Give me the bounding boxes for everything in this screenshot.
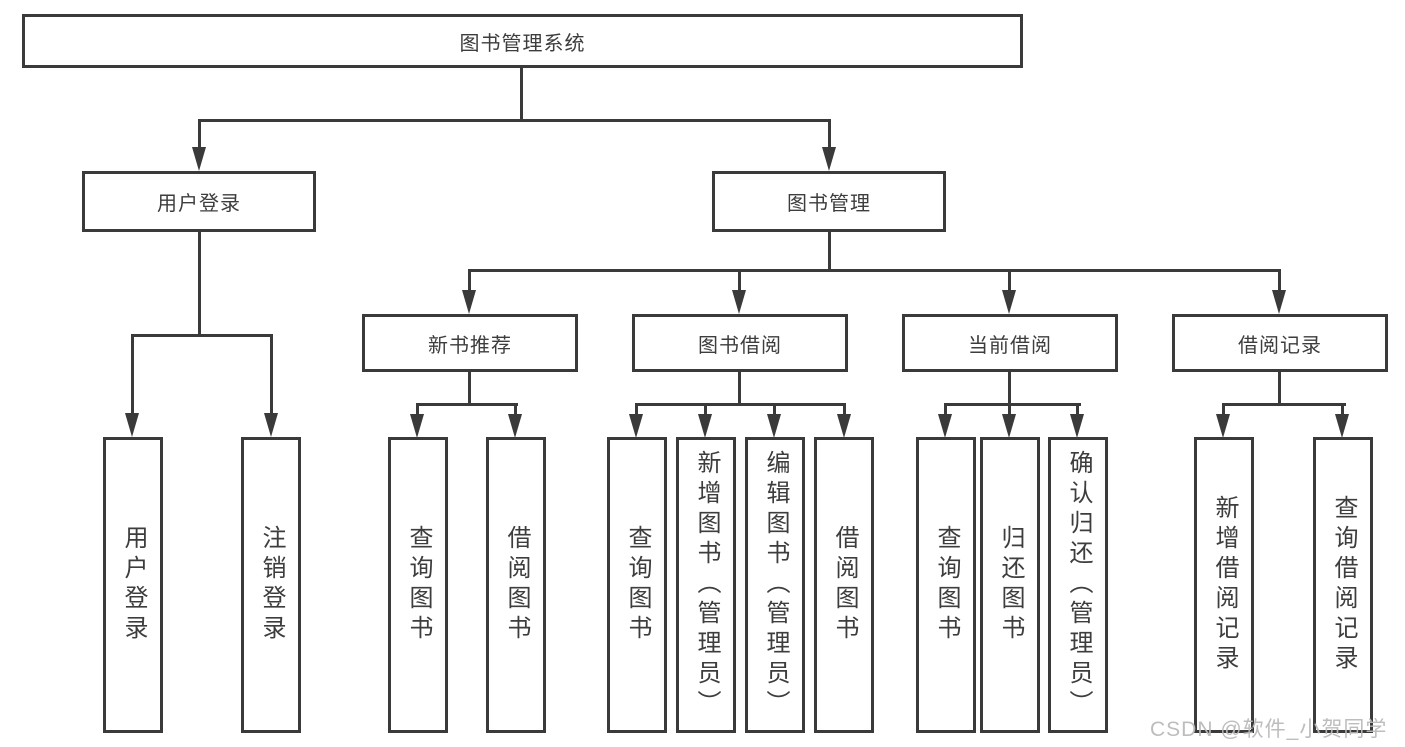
connector-line xyxy=(1008,372,1011,406)
leaf-add-borrow-record: 新增借阅记录 xyxy=(1194,437,1254,733)
arrowhead-down-icon xyxy=(732,290,746,314)
node-book-management: 图书管理 xyxy=(712,171,946,232)
leaf-query-books-3: 查询图书 xyxy=(916,437,976,733)
leaf-confirm-return-admin: 确认归还（管理员） xyxy=(1048,437,1108,733)
connector-line xyxy=(131,334,134,415)
leaf-add-books-admin: 新增图书（管理员） xyxy=(676,437,736,733)
arrowhead-down-icon xyxy=(264,413,278,437)
node-book-borrow: 图书借阅 xyxy=(632,314,848,372)
arrowhead-down-icon xyxy=(1002,414,1016,438)
node-borrow-records: 借阅记录 xyxy=(1172,314,1388,372)
leaf-return-books: 归还图书 xyxy=(980,437,1040,733)
leaf-query-borrow-record-label: 查询借阅记录 xyxy=(1330,495,1357,675)
arrowhead-down-icon xyxy=(1216,414,1230,438)
connector-line xyxy=(198,232,201,337)
leaf-user-login-label: 用户登录 xyxy=(120,525,147,645)
leaf-query-books-3-label: 查询图书 xyxy=(933,525,960,645)
node-user-login-label: 用户登录 xyxy=(157,193,241,215)
arrowhead-down-icon xyxy=(1272,290,1286,314)
leaf-add-borrow-record-label: 新增借阅记录 xyxy=(1211,495,1238,675)
connector-line xyxy=(1341,403,1344,416)
connector-line xyxy=(468,269,471,291)
leaf-user-login: 用户登录 xyxy=(103,437,163,733)
node-new-book-recommend-label: 新书推荐 xyxy=(428,334,512,357)
connector-line xyxy=(468,372,471,406)
connector-line xyxy=(520,67,523,121)
leaf-add-books-admin-label: 新增图书（管理员） xyxy=(693,450,720,720)
connector-line xyxy=(514,403,517,416)
connector-line xyxy=(843,403,846,416)
node-borrow-records-label: 借阅记录 xyxy=(1238,334,1322,357)
connector-line xyxy=(828,119,831,149)
arrowhead-down-icon xyxy=(822,147,836,171)
node-user-login: 用户登录 xyxy=(82,171,316,232)
connector-line xyxy=(1076,403,1079,416)
connector-line xyxy=(416,403,518,406)
connector-line xyxy=(635,403,638,416)
node-current-borrow: 当前借阅 xyxy=(902,314,1118,372)
arrowhead-down-icon xyxy=(629,414,643,438)
connector-line xyxy=(1278,372,1281,406)
connector-line xyxy=(1008,269,1011,291)
csdn-watermark: CSDN @软件_小贺同学 xyxy=(1150,718,1388,741)
connector-line xyxy=(635,403,846,406)
leaf-return-books-label: 归还图书 xyxy=(997,525,1024,645)
arrowhead-down-icon xyxy=(767,414,781,438)
arrowhead-down-icon xyxy=(1002,290,1016,314)
connector-line xyxy=(416,403,419,416)
node-book-management-label: 图书管理 xyxy=(787,193,871,215)
arrowhead-down-icon xyxy=(410,414,424,438)
leaf-edit-books-admin-label: 编辑图书（管理员） xyxy=(762,450,789,720)
leaf-query-borrow-record: 查询借阅记录 xyxy=(1313,437,1373,733)
node-new-book-recommend: 新书推荐 xyxy=(362,314,578,372)
leaf-query-books-1: 查询图书 xyxy=(388,437,448,733)
arrowhead-down-icon xyxy=(1335,414,1349,438)
leaf-borrow-books-2: 借阅图书 xyxy=(814,437,874,733)
connector-line xyxy=(704,403,707,416)
leaf-confirm-return-admin-label: 确认归还（管理员） xyxy=(1065,450,1092,720)
leaf-logout-label: 注销登录 xyxy=(258,525,285,645)
leaf-query-books-1-label: 查询图书 xyxy=(405,525,432,645)
leaf-query-books-2-label: 查询图书 xyxy=(624,525,651,645)
connector-line xyxy=(198,119,201,149)
connector-line xyxy=(828,232,831,272)
leaf-logout: 注销登录 xyxy=(241,437,301,733)
arrowhead-down-icon xyxy=(508,414,522,438)
leaf-borrow-books-1: 借阅图书 xyxy=(486,437,546,733)
connector-line xyxy=(131,334,273,337)
arrowhead-down-icon xyxy=(837,414,851,438)
connector-line xyxy=(1278,269,1281,291)
arrowhead-down-icon xyxy=(125,413,139,437)
node-root-label: 图书管理系统 xyxy=(459,32,586,55)
arrowhead-down-icon xyxy=(938,414,952,438)
node-current-borrow-label: 当前借阅 xyxy=(968,334,1052,357)
connector-line xyxy=(944,403,1081,406)
arrowhead-down-icon xyxy=(1070,414,1084,438)
connector-line xyxy=(468,269,1281,272)
leaf-edit-books-admin: 编辑图书（管理员） xyxy=(745,437,805,733)
connector-line xyxy=(944,403,947,416)
connector-line xyxy=(738,372,741,406)
connector-line xyxy=(738,269,741,291)
connector-line xyxy=(198,119,831,122)
node-root: 图书管理系统 xyxy=(22,14,1023,68)
connector-line xyxy=(270,334,273,415)
connector-line xyxy=(1222,403,1346,406)
leaf-borrow-books-1-label: 借阅图书 xyxy=(503,525,530,645)
arrowhead-down-icon xyxy=(698,414,712,438)
connector-line xyxy=(1222,403,1225,416)
connector-line xyxy=(773,403,776,416)
arrowhead-down-icon xyxy=(462,290,476,314)
connector-line xyxy=(1008,403,1011,416)
leaf-borrow-books-2-label: 借阅图书 xyxy=(831,525,858,645)
arrowhead-down-icon xyxy=(192,147,206,171)
leaf-query-books-2: 查询图书 xyxy=(607,437,667,733)
node-book-borrow-label: 图书借阅 xyxy=(698,334,782,357)
